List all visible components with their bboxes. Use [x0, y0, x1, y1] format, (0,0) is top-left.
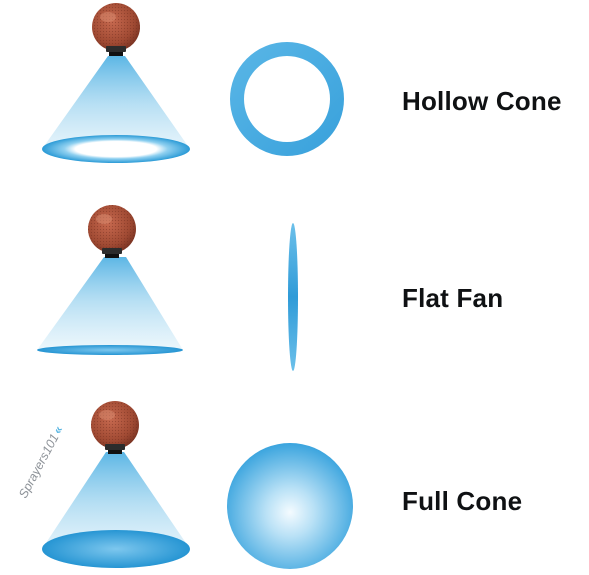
flat-fan-nozzle-icon	[88, 205, 136, 258]
flat-fan-spray-base	[37, 345, 183, 355]
flat-fan-label: Flat Fan	[402, 283, 503, 314]
hollow-cone-ring-pattern	[237, 49, 337, 149]
flat-fan-spray-cone	[37, 257, 183, 355]
hollow-cone-label: Hollow Cone	[402, 86, 562, 117]
flat-fan-line-pattern	[288, 223, 298, 371]
flat-fan-nozzle-assembly	[37, 205, 183, 355]
full-cone-label: Full Cone	[402, 486, 522, 517]
full-cone-nozzle-icon	[91, 401, 139, 454]
full-cone-spray-base	[42, 530, 190, 568]
hollow-cone-spray-base	[42, 135, 190, 163]
hollow-cone-nozzle-icon	[92, 3, 140, 56]
hollow-cone-nozzle-assembly	[42, 3, 190, 163]
full-cone-nozzle-assembly	[42, 401, 190, 568]
full-cone-disc-pattern	[227, 443, 353, 569]
